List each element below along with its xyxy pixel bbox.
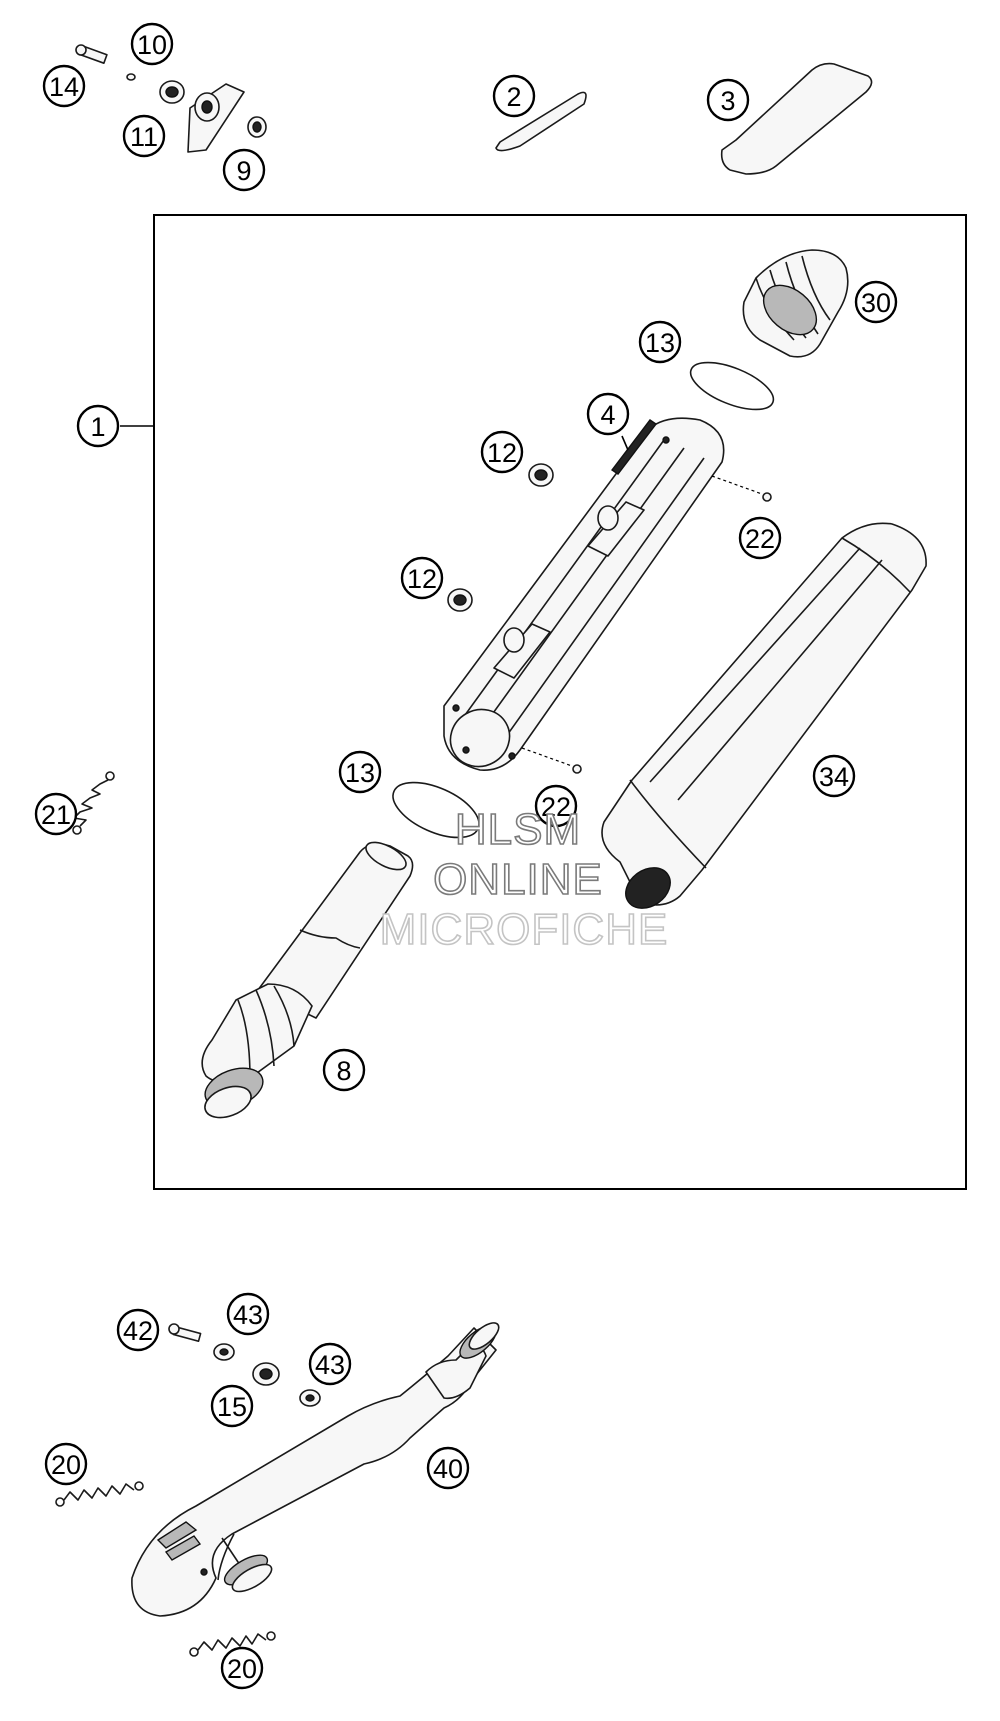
svg-text:43: 43 [233, 1300, 263, 1330]
bolt-part-14 [75, 44, 108, 65]
end-cap-part-30 [742, 249, 849, 358]
grommet-part-12-upper [528, 463, 554, 487]
svg-text:30: 30 [861, 288, 891, 318]
svg-text:22: 22 [745, 524, 775, 554]
svg-text:14: 14 [49, 72, 79, 102]
callout-22-lower: 22 [534, 784, 578, 828]
heat-shield-part-2 [495, 91, 587, 152]
svg-text:20: 20 [51, 1450, 81, 1480]
spring-part-20-lower [189, 1631, 276, 1657]
muffler-shell-part-34 [601, 522, 927, 909]
callout-42: 42 [116, 1308, 160, 1352]
bolt-part-42 [168, 1323, 202, 1343]
svg-text:11: 11 [130, 122, 158, 152]
callout-4: 4 [586, 392, 630, 436]
svg-text:3: 3 [720, 86, 735, 116]
svg-text:40: 40 [433, 1454, 463, 1484]
assembly-frame [153, 214, 967, 1190]
grommet-part-11 [159, 80, 185, 104]
washer-part-43-upper [213, 1343, 235, 1361]
svg-text:4: 4 [600, 400, 615, 430]
svg-text:13: 13 [645, 328, 675, 358]
callout-8: 8 [322, 1048, 366, 1092]
gasket-ring-part-13-lower [392, 781, 480, 839]
callout-30: 30 [854, 280, 898, 324]
callout-15: 15 [210, 1384, 254, 1428]
svg-text:10: 10 [137, 30, 167, 60]
callout-11: 11 [122, 114, 166, 158]
svg-text:8: 8 [336, 1056, 351, 1086]
svg-text:13: 13 [345, 758, 375, 788]
callout-3: 3 [706, 78, 750, 122]
callout-13-lower: 13 [338, 750, 382, 794]
screw-part-22-lower [521, 747, 582, 774]
callout-20-lower: 20 [220, 1646, 264, 1690]
spring-part-20-upper [55, 1481, 144, 1507]
bracket-group [75, 44, 267, 153]
grommet-part-15 [252, 1362, 280, 1386]
svg-text:1: 1 [90, 412, 105, 442]
washer-part-43-lower [299, 1389, 321, 1407]
silencer-body [443, 417, 725, 771]
spring-part-21 [72, 771, 115, 835]
watermark: HLSM ONLINE MICROFICHE [379, 804, 669, 955]
svg-text:21: 21 [41, 800, 71, 830]
callout-21: 21 [34, 792, 78, 836]
manifold-part-40 [131, 1322, 500, 1617]
watermark-line-3: MICROFICHE [380, 905, 669, 954]
gasket-ring-part-13-upper [689, 361, 775, 411]
leader-4 [621, 435, 629, 451]
screw-part-22-upper [711, 475, 772, 502]
callout-43-lower: 43 [308, 1342, 352, 1386]
svg-text:15: 15 [217, 1392, 247, 1422]
callout-22-upper: 22 [738, 516, 782, 560]
svg-text:12: 12 [487, 438, 517, 468]
callout-12-lower: 12 [400, 556, 444, 600]
washer-part-10 [126, 73, 136, 81]
watermark-line-1: HLSM [455, 805, 581, 854]
svg-text:9: 9 [236, 156, 251, 186]
svg-text:43: 43 [315, 1350, 345, 1380]
header-pipe-part-8 [201, 841, 414, 1119]
protection-pad-part-3 [720, 62, 873, 175]
callout-14: 14 [42, 64, 86, 108]
callout-1: 1 [76, 404, 120, 448]
grommet-part-12-lower [447, 588, 473, 612]
callout-2: 2 [492, 74, 536, 118]
callout-20-upper: 20 [44, 1442, 88, 1486]
bracket-plate [187, 83, 245, 153]
svg-text:22: 22 [541, 792, 571, 822]
callout-9: 9 [222, 148, 266, 192]
watermark-line-2: ONLINE [433, 855, 603, 904]
callout-40: 40 [426, 1446, 470, 1490]
callout-12-upper: 12 [480, 430, 524, 474]
svg-text:12: 12 [407, 564, 437, 594]
grommet-part-9 [247, 116, 267, 138]
svg-text:2: 2 [506, 82, 521, 112]
svg-text:42: 42 [123, 1316, 153, 1346]
svg-text:20: 20 [227, 1654, 257, 1684]
callout-13-upper: 13 [638, 320, 682, 364]
callout-43-upper: 43 [226, 1292, 270, 1336]
svg-text:34: 34 [819, 762, 849, 792]
callout-10: 10 [130, 22, 174, 66]
callout-34: 34 [812, 754, 856, 798]
